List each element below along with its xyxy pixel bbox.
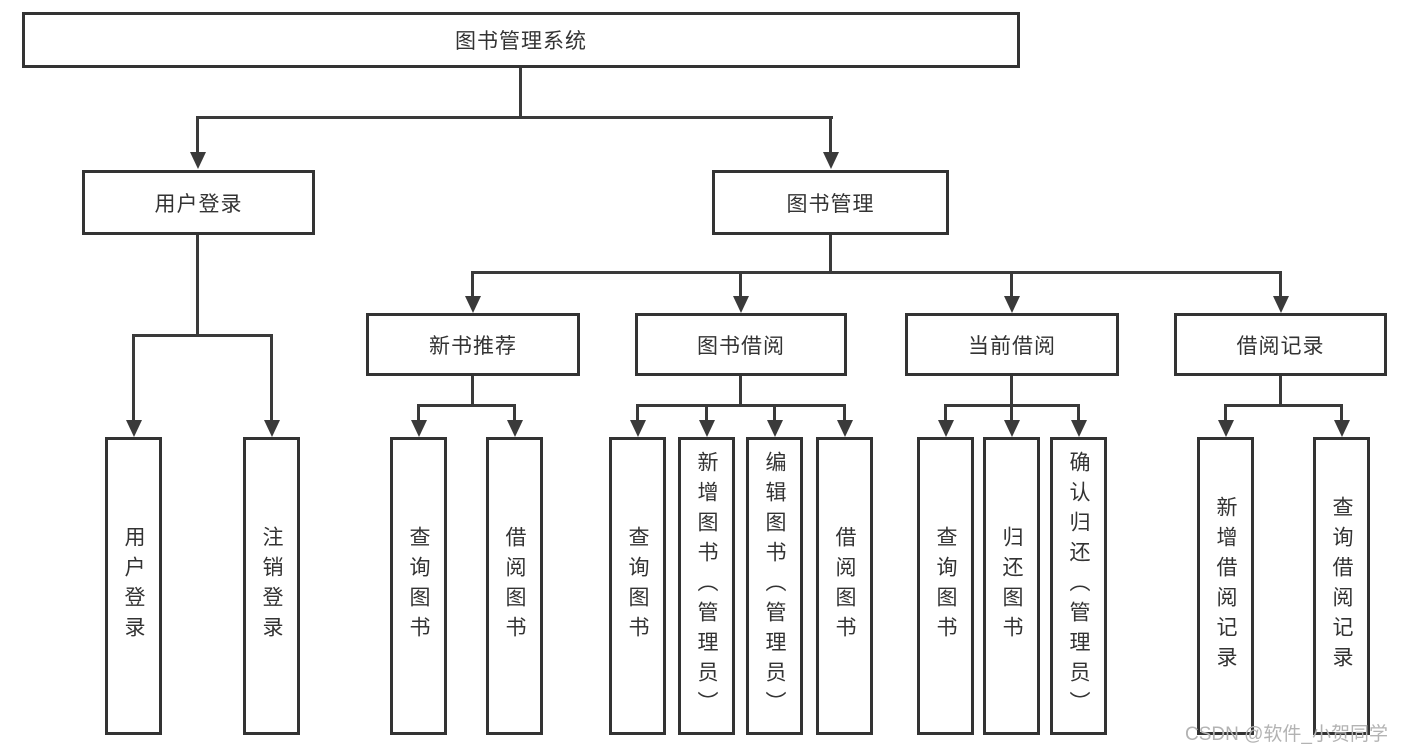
connector-leaf-drop	[636, 404, 639, 422]
leaf-newbooks-query-label: 查询图书	[407, 526, 431, 646]
connector-leaf-drop	[513, 404, 516, 422]
leaf-currentborrow-return: 归还图书	[983, 437, 1040, 735]
leaf-bookborrow-query-label: 查询图书	[626, 526, 650, 646]
connector-root-stem	[519, 68, 522, 119]
leaf-currentborrow-query: 查询图书	[917, 437, 974, 735]
arrow-down-icon	[1273, 296, 1289, 313]
connector-leaf-drop	[417, 404, 420, 422]
arrow-down-icon	[411, 420, 427, 437]
arrow-down-icon	[699, 420, 715, 437]
leaf-records-query-label: 查询借阅记录	[1330, 496, 1354, 676]
connector-leaf-drop	[944, 404, 947, 422]
connector-leaf-drop	[1077, 404, 1080, 422]
arrow-down-icon	[767, 420, 783, 437]
csdn-watermark: CSDN @软件_小贺同学	[1185, 724, 1388, 745]
arrow-down-icon	[190, 152, 206, 169]
arrow-down-icon	[938, 420, 954, 437]
arrow-down-icon	[837, 420, 853, 437]
arrow-down-icon	[126, 420, 142, 437]
connector-current-borrow-drop	[1010, 271, 1013, 298]
arrow-down-icon	[1334, 420, 1350, 437]
leaf-bookborrow-add: 新增图书（管理员）	[678, 437, 735, 735]
leaf-logout-label: 注销登录	[260, 526, 284, 646]
arrow-down-icon	[1071, 420, 1087, 437]
leaf-records-query: 查询借阅记录	[1313, 437, 1370, 735]
connector-new-books-drop	[471, 271, 474, 298]
leaf-bookborrow-edit-label: 编辑图书（管理员）	[763, 451, 787, 721]
leaf-user-login-label: 用户登录	[122, 526, 146, 646]
connector-leaf-drop	[773, 404, 776, 422]
leaf-logout: 注销登录	[243, 437, 300, 735]
node-book-borrow: 图书借阅	[635, 313, 847, 376]
arrow-down-icon	[264, 420, 280, 437]
leaf-currentborrow-return-label: 归还图书	[1000, 526, 1024, 646]
node-root: 图书管理系统	[22, 12, 1020, 68]
connector-logout-leaf-drop	[270, 334, 273, 422]
leaf-records-add: 新增借阅记录	[1197, 437, 1254, 735]
node-borrow-records-label: 借阅记录	[1236, 334, 1325, 358]
connector-borrow-records-drop	[1279, 271, 1282, 298]
node-root-label: 图书管理系统	[455, 30, 587, 53]
connector-leaf-drop	[843, 404, 846, 422]
connector-borrow-records-stem	[1279, 376, 1282, 407]
leaf-bookborrow-add-label: 新增图书（管理员）	[695, 451, 719, 721]
connector-new-books-split	[417, 404, 516, 407]
arrow-down-icon	[733, 296, 749, 313]
leaf-newbooks-query: 查询图书	[390, 437, 447, 735]
leaf-bookborrow-borrow-label: 借阅图书	[833, 526, 857, 646]
arrow-down-icon	[630, 420, 646, 437]
leaf-bookborrow-edit: 编辑图书（管理员）	[746, 437, 803, 735]
connector-book-branch-stem	[829, 235, 832, 274]
connector-borrow-records-split	[1224, 404, 1343, 407]
node-book-mgmt: 图书管理	[712, 170, 949, 235]
connector-book-branch-split	[471, 271, 1282, 274]
node-user-login: 用户登录	[82, 170, 315, 235]
leaf-newbooks-borrow: 借阅图书	[486, 437, 543, 735]
arrow-down-icon	[1218, 420, 1234, 437]
connector-book-borrow-split	[636, 404, 846, 407]
leaf-currentborrow-confirm-label: 确认归还（管理员）	[1067, 451, 1091, 721]
node-new-books-label: 新书推荐	[429, 334, 517, 358]
connector-leaf-drop	[705, 404, 708, 422]
node-borrow-records: 借阅记录	[1174, 313, 1387, 376]
arrow-down-icon	[823, 152, 839, 169]
connector-current-borrow-stem	[1010, 376, 1013, 407]
connector-book-borrow-stem	[739, 376, 742, 407]
leaf-currentborrow-confirm: 确认归还（管理员）	[1050, 437, 1107, 735]
connector-user-branch-stem	[196, 235, 199, 337]
arrow-down-icon	[1004, 296, 1020, 313]
leaf-user-login: 用户登录	[105, 437, 162, 735]
leaf-bookborrow-query: 查询图书	[609, 437, 666, 735]
node-book-borrow-label: 图书借阅	[697, 334, 785, 358]
connector-leaf-drop	[1010, 404, 1013, 422]
connector-book-mgmt-drop	[829, 116, 832, 153]
connector-user-login-drop	[196, 116, 199, 153]
node-current-borrow-label: 当前借阅	[968, 334, 1056, 358]
leaf-newbooks-borrow-label: 借阅图书	[503, 526, 527, 646]
arrow-down-icon	[1004, 420, 1020, 437]
node-user-login-label: 用户登录	[154, 192, 243, 216]
connector-leaf-drop	[1224, 404, 1227, 422]
node-book-mgmt-label: 图书管理	[786, 192, 875, 216]
leaf-bookborrow-borrow: 借阅图书	[816, 437, 873, 735]
connector-user-branch-split	[132, 334, 273, 337]
leaf-records-add-label: 新增借阅记录	[1214, 496, 1238, 676]
leaf-currentborrow-query-label: 查询图书	[934, 526, 958, 646]
connector-user-login-leaf-drop	[132, 334, 135, 422]
connector-book-borrow-drop	[739, 271, 742, 298]
arrow-down-icon	[507, 420, 523, 437]
arrow-down-icon	[465, 296, 481, 313]
connector-leaf-drop	[1340, 404, 1343, 422]
node-current-borrow: 当前借阅	[905, 313, 1119, 376]
connector-new-books-stem	[471, 376, 474, 407]
connector-level1-split	[196, 116, 833, 119]
node-new-books: 新书推荐	[366, 313, 580, 376]
